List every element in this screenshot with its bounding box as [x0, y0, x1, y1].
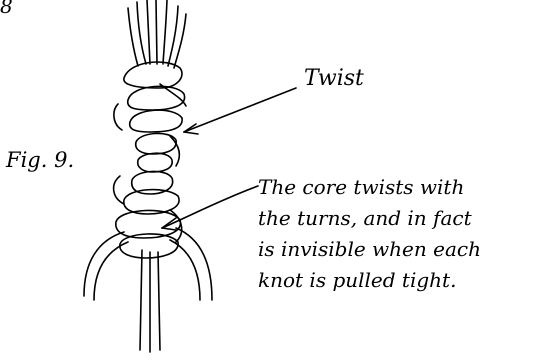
note-line: the turns, and in fact [258, 203, 552, 234]
note-line: knot is pulled tight. [258, 265, 552, 296]
twisted-knot-chain [114, 62, 186, 258]
note-line: The core twists with [258, 172, 552, 203]
figure-label: Fig. 9. [6, 148, 74, 172]
core-note: The core twists with the turns, and in f… [258, 172, 552, 296]
note-arrow [162, 186, 258, 230]
note-line: is invisible when each [258, 234, 552, 265]
twist-label: Twist [304, 66, 364, 91]
twist-arrow [184, 88, 296, 134]
core-strands [140, 250, 160, 352]
top-cords [128, 0, 186, 68]
page-number: 8 [0, 0, 13, 18]
working-cords [84, 228, 212, 300]
